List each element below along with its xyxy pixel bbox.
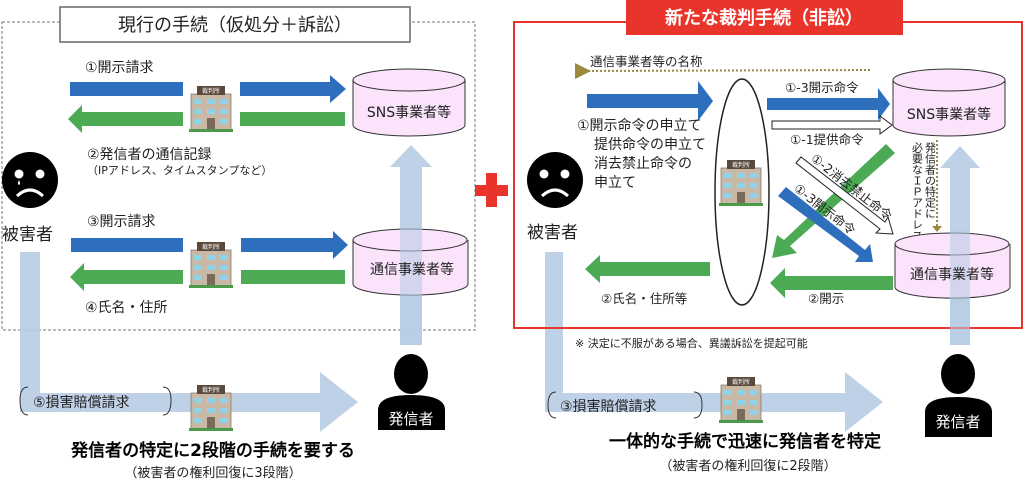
disclosure-request-arrow-2 (71, 238, 183, 252)
disclosure-request-arrow-2b (241, 231, 348, 259)
court-icon: 裁判所 (718, 159, 764, 207)
step5-label: ⑤損害賠償請求 (33, 395, 130, 411)
ip-dotted-arrowhead (932, 226, 942, 232)
svg-text:裁判所: 裁判所 (732, 161, 750, 169)
disclosure-order-carrier-arrow (778, 187, 873, 262)
disclosure-arrow (770, 268, 893, 298)
petition-line-2: 提供命令の申立て (594, 136, 706, 153)
svg-text:発信者: 発信者 (935, 413, 980, 431)
bracket-left (19, 386, 29, 416)
petition-line-4: 申立て (594, 175, 636, 191)
victim-sad-face-icon (2, 152, 58, 208)
svg-text:SNS事業者等: SNS事業者等 (907, 106, 991, 123)
svg-text:裁判所: 裁判所 (202, 386, 220, 394)
bracket-left (547, 391, 557, 419)
step2-label: ②発信者の通信記録 (87, 146, 212, 163)
left-summary-note: （被害者の権利回復に3段階） (124, 465, 301, 481)
name-address-return-arrow (70, 263, 183, 291)
right-summary-note: （被害者の権利回復に2段階） (659, 458, 836, 474)
svg-text:SNS事業者等: SNS事業者等 (367, 104, 451, 121)
ip-note-line-2: 必要なＩＰアドレス等 (911, 142, 924, 252)
carrier-cylinder: 通信事業者等 (894, 230, 1011, 345)
record-return-arrow (68, 105, 183, 133)
red-plus-icon (475, 173, 508, 207)
disclosure-order-sns-label: ①-3開示命令 (785, 80, 859, 95)
petition-line-3: 消去禁止命令の (594, 155, 692, 172)
preservation-order-arrow (795, 156, 894, 235)
bracket-right (162, 386, 172, 416)
new-procedure-title: 新たな裁判手続（非訟） (665, 7, 863, 29)
court-icon: 裁判所 (188, 241, 234, 289)
damages-claim-arrow-new (545, 252, 883, 432)
name-address-return-arrow-b (241, 270, 345, 284)
sns-to-court-green-arrow (772, 144, 895, 258)
court-icon: 裁判所 (188, 85, 234, 133)
ip-note-line-1: 発信者の特定に (924, 141, 937, 219)
new-procedure-title-box (626, 0, 903, 35)
carrier-name-dotted-arrow (574, 63, 871, 80)
svg-text:通信事業者等: 通信事業者等 (910, 266, 994, 283)
svg-text:裁判所: 裁判所 (202, 243, 220, 251)
disclosure-label: ②開示 (808, 291, 844, 306)
sender-up-arrow-overlay (400, 228, 422, 345)
court-icon: 裁判所 (718, 376, 764, 424)
petition-arrow (587, 81, 713, 121)
current-procedure-title: 現行の手続（仮処分＋訴訟） (118, 15, 352, 36)
disclosure-request-arrow-1b (240, 75, 346, 103)
petition-line-1: ①開示命令の申立て (577, 117, 702, 134)
sns-provider-cylinder: SNS事業者等 (892, 68, 1006, 137)
record-return-arrow-b (240, 112, 345, 126)
name-address-arrow (585, 255, 710, 283)
step3-label: ③開示請求 (87, 214, 156, 230)
disclosure-order-sns-arrow (767, 88, 890, 120)
svg-text:裁判所: 裁判所 (202, 87, 220, 95)
sender-person-icon: 発信者 (378, 354, 445, 430)
damages-claim-arrow (20, 252, 358, 432)
provision-order-arrow (771, 115, 893, 135)
svg-text:発信者: 発信者 (388, 410, 433, 428)
victim-label: 被害者 (2, 225, 53, 245)
sns-provider-cylinder: SNS事業者等 (352, 68, 466, 137)
step2-note: （IPアドレス、タイムスタンプなど） (87, 164, 272, 177)
current-procedure-title-box (59, 6, 411, 43)
sender-up-arrow-overlay (950, 230, 970, 345)
court-icon: 裁判所 (188, 384, 234, 432)
carrier-name-label: 通信事業者等の名称 (590, 54, 703, 69)
right-summary: 一体的な手続で迅速に発信者を特定 (609, 431, 881, 452)
provision-order-label: ①-1提供命令 (790, 132, 864, 147)
svg-text:通信事業者等: 通信事業者等 (370, 261, 454, 278)
bracket-right (693, 391, 703, 419)
victim-label: 被害者 (527, 223, 578, 243)
step4-label: ④氏名・住所 (85, 300, 168, 316)
carrier-cylinder: 通信事業者等 (352, 228, 469, 345)
sender-person-icon: 発信者 (925, 354, 992, 437)
victim-sad-face-icon (527, 152, 583, 208)
disclosure-request-arrow-1 (70, 82, 183, 96)
damages-claim-label: ③損害賠償請求 (560, 399, 657, 415)
left-summary: 発信者の特定に2段階の手続を要する (70, 440, 355, 461)
svg-text:裁判所: 裁判所 (732, 378, 750, 386)
step1-label: ①開示請求 (85, 60, 154, 76)
objection-note: ※ 決定に不服がある場合、異議訴訟を提起可能 (575, 336, 808, 350)
name-address-label: ②氏名・住所等 (601, 291, 687, 306)
